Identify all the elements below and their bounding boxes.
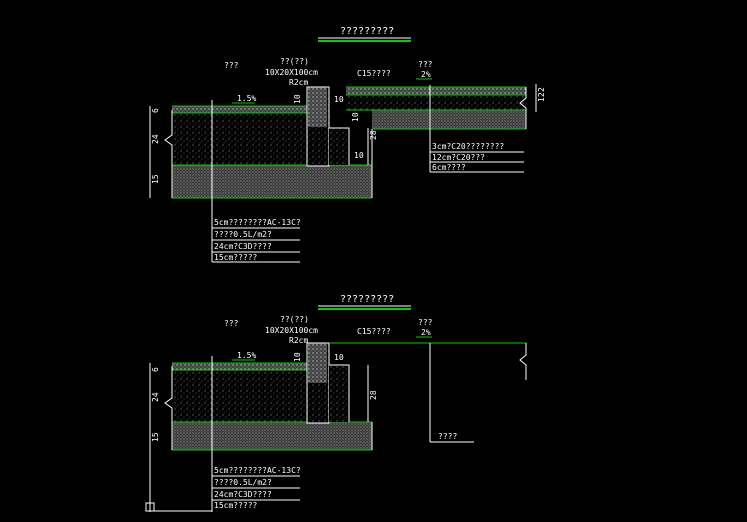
legend-right-2: 12cm?C20??? <box>432 153 485 162</box>
base-layer <box>172 113 307 165</box>
subbase-layer <box>172 165 372 198</box>
concrete-backing-2 <box>329 365 349 422</box>
legend2-left-4: 15cm????? <box>214 501 258 510</box>
legend2-right-1: ???? <box>438 432 457 441</box>
dim-10d: 10 <box>354 151 364 160</box>
legend2-left-1: 5cm????????AC-13C? <box>214 466 301 475</box>
dim-10a-b: 10 <box>293 352 302 362</box>
right-base <box>346 95 526 110</box>
dim-12: 12 <box>537 92 546 102</box>
legend-right-3: 6cm???? <box>432 163 466 172</box>
drawing-2-title: ????????? <box>340 294 394 305</box>
dim-15: 15 <box>151 174 160 184</box>
dim-2: 2 <box>537 87 546 92</box>
dim-6: 6 <box>151 108 160 113</box>
legend-left-1: 5cm????????AC-13C? <box>214 218 301 227</box>
drawing-2-curb-size: 10X20X100cm <box>265 326 318 335</box>
dim-24-b: 24 <box>151 392 160 402</box>
dim-28: 28 <box>369 130 378 140</box>
dim-28-b: 28 <box>369 390 378 400</box>
legend2-left-3: 24cm?C3D???? <box>214 490 272 499</box>
drawing-1-concrete-label: C15???? <box>357 69 391 78</box>
drawing-1-label-right: ??? <box>418 60 433 69</box>
drawing-1-label-left: ??? <box>224 61 239 70</box>
curb-top <box>308 87 327 127</box>
surface-layer <box>172 106 307 113</box>
drawing-1-slope-left: 1.5% <box>237 94 256 103</box>
drawing-2-slope-right: 2% <box>421 328 431 337</box>
drawing-1-curb-size: 10X20X100cm <box>265 68 318 77</box>
drawing-2-label-left: ??? <box>224 319 239 328</box>
drawing-2-label-right: ??? <box>418 318 433 327</box>
dim-10b: 10 <box>334 95 344 104</box>
drawing-2-curb-radius: R2cm <box>289 336 308 345</box>
legend-left-4: 15cm????? <box>214 253 258 262</box>
drawing-2-label-curb: ??(??) <box>280 315 309 324</box>
drawing-2-concrete-label: C15???? <box>357 327 391 336</box>
concrete-backing <box>329 128 349 165</box>
drawing-2-slope-left: 1.5% <box>237 351 256 360</box>
dim-10b-b: 10 <box>334 353 344 362</box>
dim-6-b: 6 <box>151 367 160 372</box>
right-subbase <box>372 110 526 129</box>
base-layer-2 <box>172 370 307 422</box>
drawing-1-label-curb: ??(??) <box>280 57 309 66</box>
drawing-1-curb-radius: R2cm <box>289 78 308 87</box>
dim-10c: 10 <box>351 112 360 122</box>
surface-layer-2 <box>172 363 307 370</box>
legend-left-3: 24cm?C3D???? <box>214 242 272 251</box>
dim-24: 24 <box>151 134 160 144</box>
legend-right-1: 3cm?C20???????? <box>432 142 504 151</box>
drawing-1-title: ????????? <box>340 26 394 37</box>
subbase-layer-2 <box>172 422 372 450</box>
drawing-1: ????????? ??? ??(??) 10X20X100cm R2cm C1… <box>149 26 546 263</box>
curb-top-2 <box>308 343 327 383</box>
right-surface <box>346 87 526 95</box>
drawing-1-slope-right: 2% <box>421 70 431 79</box>
dim-10a: 10 <box>293 94 302 104</box>
legend-left-2: ????0.5L/m2? <box>214 230 272 239</box>
legend2-left-2: ????0.5L/m2? <box>214 478 272 487</box>
drawing-2: ????????? ??? ??(??) 10X20X100cm R2cm C1… <box>145 294 527 512</box>
dim-15-b: 15 <box>151 432 160 442</box>
